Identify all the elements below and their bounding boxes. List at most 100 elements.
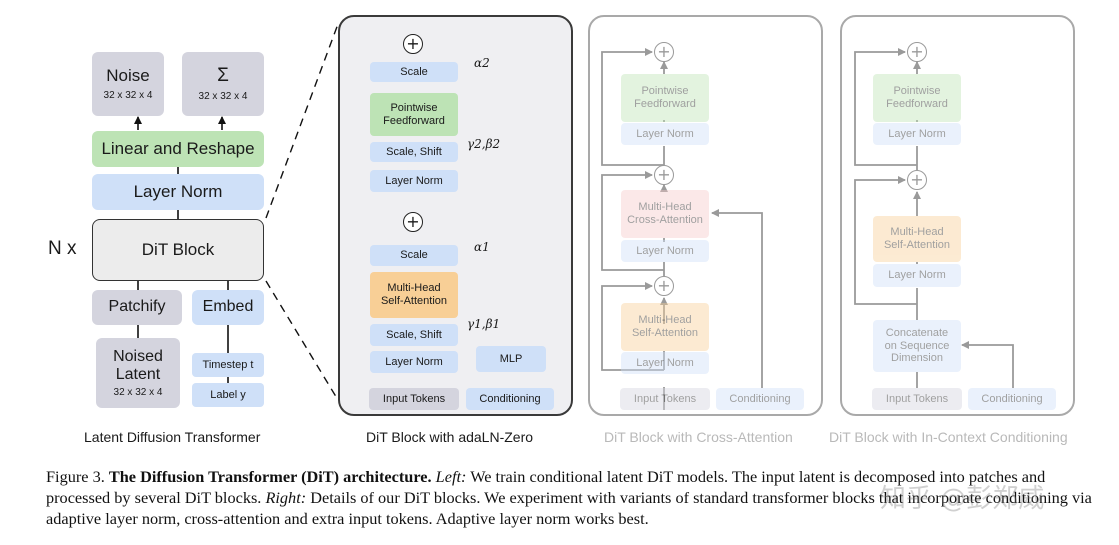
noised-latent-line2: Latent bbox=[115, 366, 161, 384]
cross-layer-norm-1-label: Layer Norm bbox=[636, 127, 694, 140]
pointwise-ff-line2: Feedforward bbox=[383, 114, 445, 127]
cross-layer-norm-3-box: Layer Norm bbox=[621, 352, 709, 374]
layer-norm-bottom-label: Layer Norm bbox=[385, 355, 443, 368]
cross-pointwise-ff-line2: Feedforward bbox=[634, 98, 696, 110]
cross-attention-title: DiT Block with Cross-Attention bbox=[604, 429, 793, 445]
cross-layer-norm-2-label: Layer Norm bbox=[636, 244, 694, 257]
noise-dims: 32 x 32 x 4 bbox=[103, 90, 153, 102]
concat-sequence-box: Concatenate on Sequence Dimension bbox=[873, 320, 961, 372]
caption-text1: We train conditional latent DiT models. … bbox=[46, 467, 1046, 507]
label-y-label: Label y bbox=[210, 388, 246, 401]
incontext-mhsa-line2: Self-Attention bbox=[883, 239, 951, 251]
noise-label: Noise bbox=[106, 66, 150, 86]
layer-norm-top-box: Layer Norm bbox=[370, 170, 458, 192]
dit-block-label: DiT Block bbox=[141, 240, 215, 260]
incontext-mhsa-box: Multi-Head Self-Attention bbox=[873, 216, 961, 262]
layer-norm-top-label: Layer Norm bbox=[385, 174, 443, 187]
cross-input-tokens-box: Input Tokens bbox=[620, 388, 710, 410]
conditioning-label: Conditioning bbox=[479, 392, 541, 405]
incontext-conditioning-box: Conditioning bbox=[968, 388, 1056, 410]
scale-bottom-box: Scale bbox=[370, 245, 458, 266]
incontext-layer-norm-1-box: Layer Norm bbox=[873, 123, 961, 145]
cross-input-tokens-label: Input Tokens bbox=[633, 392, 697, 405]
mhsa-line1: Multi-Head bbox=[387, 282, 441, 295]
adaln-zero-title: DiT Block with adaLN-Zero bbox=[366, 429, 534, 445]
caption-text2: Details of our DiT blocks. We experiment… bbox=[46, 488, 1092, 528]
incontext-input-tokens-label: Input Tokens bbox=[885, 392, 949, 405]
alpha1-label: α1 bbox=[474, 240, 490, 254]
scale-top-label: Scale bbox=[400, 65, 428, 78]
layer-norm-bottom-box: Layer Norm bbox=[370, 351, 458, 373]
dit-block-box: DiT Block bbox=[92, 219, 264, 281]
linear-reshape-box: Linear and Reshape bbox=[92, 131, 264, 167]
incontext-add-top: + bbox=[907, 42, 927, 62]
cross-conditioning-label: Conditioning bbox=[729, 392, 791, 405]
embed-box: Embed bbox=[192, 290, 264, 325]
cross-layer-norm-2-box: Layer Norm bbox=[621, 240, 709, 262]
cross-layer-norm-3-label: Layer Norm bbox=[636, 356, 694, 369]
input-tokens-label: Input Tokens bbox=[382, 392, 446, 405]
final-layer-norm-label: Layer Norm bbox=[133, 182, 223, 202]
incontext-layer-norm-2-box: Layer Norm bbox=[873, 264, 961, 287]
zhihu-watermark: 知乎 @彭郑威 bbox=[880, 484, 1045, 514]
noised-latent-line1: Noised bbox=[113, 347, 163, 365]
cross-pointwise-ff-box: Pointwise Feedforward bbox=[621, 74, 709, 122]
concat-line1: Concatenate bbox=[885, 327, 949, 340]
noise-output-box: Noise 32 x 32 x 4 bbox=[92, 52, 164, 116]
cross-mhsa-line1: Multi-Head bbox=[638, 314, 692, 327]
in-context-panel bbox=[840, 15, 1075, 416]
timestep-label: Timestep t bbox=[202, 358, 254, 371]
sigma-output-box: Σ 32 x 32 x 4 bbox=[182, 52, 264, 116]
cross-add-middle: + bbox=[654, 165, 674, 185]
linear-reshape-label: Linear and Reshape bbox=[101, 139, 255, 159]
in-context-title: DiT Block with In-Context Conditioning bbox=[829, 429, 1068, 445]
pointwise-ff-box: Pointwise Feedforward bbox=[370, 93, 458, 136]
caption-prefix: Figure 3. bbox=[46, 467, 109, 486]
gamma1-beta1-label: γ1,β1 bbox=[467, 317, 501, 331]
cross-pointwise-ff-line1: Pointwise bbox=[641, 85, 689, 98]
incontext-pointwise-ff-box: Pointwise Feedforward bbox=[873, 74, 961, 122]
caption-bold-title: The Diffusion Transformer (DiT) architec… bbox=[108, 467, 432, 486]
incontext-pointwise-ff-line1: Pointwise bbox=[893, 85, 941, 98]
noised-latent-dims: 32 x 32 x 4 bbox=[113, 386, 163, 398]
scale-bottom-label: Scale bbox=[400, 249, 428, 262]
sigma-dims: 32 x 32 x 4 bbox=[198, 91, 248, 103]
pointwise-ff-line1: Pointwise bbox=[390, 101, 438, 114]
incontext-mhsa-line1: Multi-Head bbox=[890, 226, 944, 239]
embed-label: Embed bbox=[202, 298, 254, 316]
patchify-box: Patchify bbox=[92, 290, 182, 325]
cross-mhca-box: Multi-Head Cross-Attention bbox=[621, 190, 709, 238]
label-y-box: Label y bbox=[192, 383, 264, 407]
cross-layer-norm-1-box: Layer Norm bbox=[621, 123, 709, 145]
sigma-label: Σ bbox=[217, 65, 229, 87]
concat-line2: on Sequence bbox=[884, 339, 950, 352]
concat-line3: Dimension bbox=[891, 352, 943, 365]
cross-mhca-line2: Cross-Attention bbox=[627, 214, 703, 226]
cross-add-bottom: + bbox=[654, 276, 674, 296]
scale-top-box: Scale bbox=[370, 62, 458, 82]
mhsa-line2: Self-Attention bbox=[380, 295, 448, 307]
scale-shift-bottom-box: Scale, Shift bbox=[370, 324, 458, 346]
cross-mhsa-box: Multi-Head Self-Attention bbox=[621, 303, 709, 351]
incontext-layer-norm-2-label: Layer Norm bbox=[888, 269, 946, 282]
timestep-box: Timestep t bbox=[192, 353, 264, 377]
residual-add-top: + bbox=[403, 34, 423, 54]
mhsa-box: Multi-Head Self-Attention bbox=[370, 272, 458, 318]
incontext-input-tokens-box: Input Tokens bbox=[872, 388, 962, 410]
incontext-add-bottom: + bbox=[907, 170, 927, 190]
caption-right-label: Right: bbox=[265, 488, 307, 507]
conditioning-box: Conditioning bbox=[466, 388, 554, 410]
gamma2-beta2-label: γ2,β2 bbox=[467, 137, 501, 151]
n-times-label: N x bbox=[48, 238, 77, 259]
scale-shift-top-box: Scale, Shift bbox=[370, 142, 458, 162]
left-diagram-title: Latent Diffusion Transformer bbox=[84, 429, 261, 445]
incontext-layer-norm-1-label: Layer Norm bbox=[888, 127, 946, 140]
patchify-label: Patchify bbox=[108, 298, 166, 316]
mlp-box: MLP bbox=[476, 346, 546, 372]
residual-add-bottom: + bbox=[403, 212, 423, 232]
incontext-pointwise-ff-line2: Feedforward bbox=[886, 98, 948, 110]
scale-shift-bottom-label: Scale, Shift bbox=[386, 328, 442, 341]
scale-shift-top-label: Scale, Shift bbox=[386, 145, 442, 158]
cross-mhca-line1: Multi-Head bbox=[638, 201, 692, 214]
caption-left-label: Left: bbox=[435, 467, 467, 486]
